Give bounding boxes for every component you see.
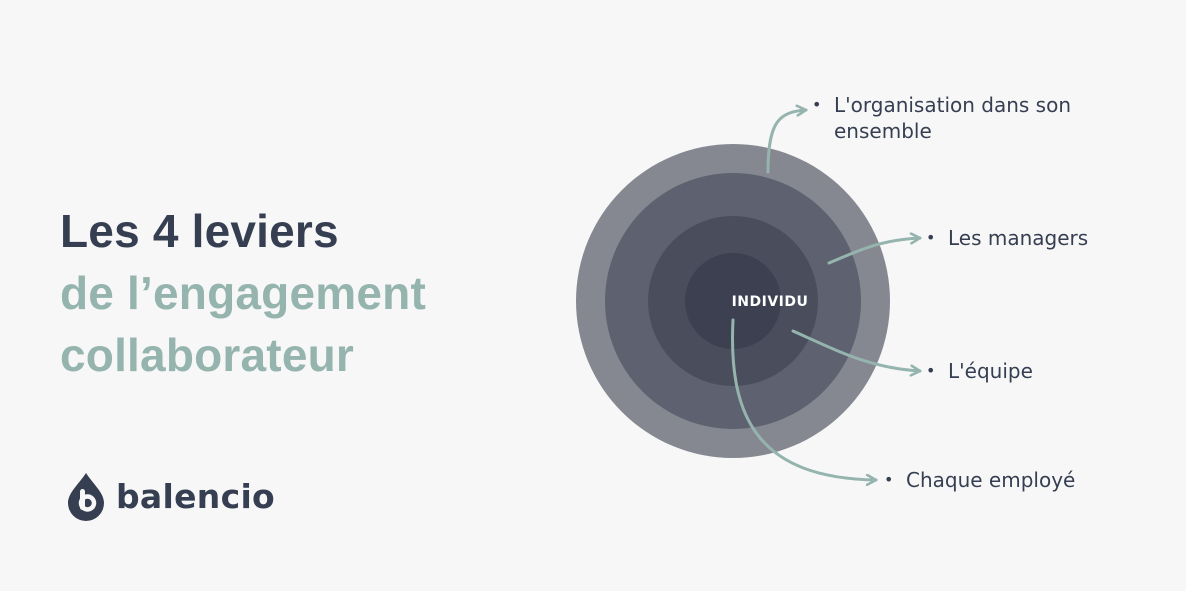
arrow-managers [827,238,922,265]
lever-equipe: • L'équipe [926,358,1033,384]
lever-managers: • Les managers [926,225,1088,251]
lever-equipe-text: L'équipe [948,359,1033,383]
bullet: • [926,228,936,247]
lever-managers-text: Les managers [948,226,1089,250]
lever-organisation-text: L'organisation dans son [834,93,1072,117]
arrow-employe [731,318,878,480]
lever-employe-text: Chaque employé [906,468,1076,492]
bullet: • [884,470,894,489]
balencio-drop-icon [68,473,104,521]
headline-line-1: Les 4 leviers [60,205,339,257]
brand-name: balencio [116,476,276,516]
bullet: • [926,361,936,380]
center-label: INDIVIDU [732,294,809,310]
page-title: Les 4 leviers de l’engagement collaborat… [60,200,426,386]
arrow-organisation [766,110,808,174]
lever-employe: • Chaque employé [884,467,1075,493]
bullet: • [812,95,822,114]
brand-logo: balencio [66,470,275,522]
arrow-equipe [791,329,922,371]
headline-line-3: collaborateur [60,329,355,381]
circle-individu [685,253,781,349]
lever-organisation-text-cont: ensemble [834,119,932,143]
headline-line-2: de l’engagement [60,267,426,319]
